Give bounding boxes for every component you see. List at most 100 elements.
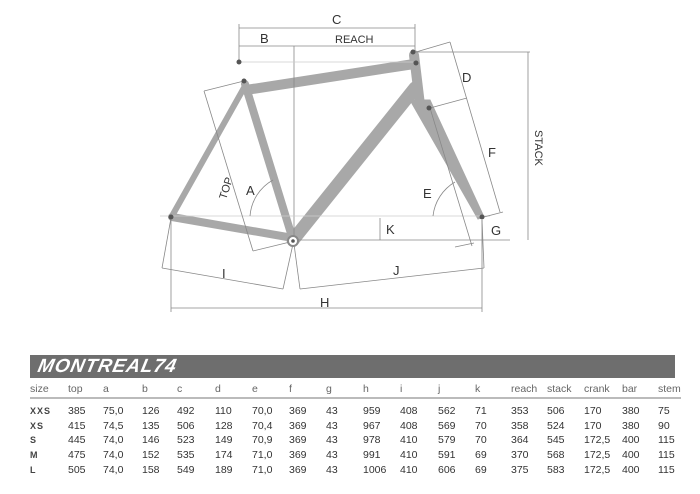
table-cell: 170: [584, 405, 602, 418]
table-cell: 71,0: [252, 449, 273, 462]
table-cell: 523: [177, 434, 195, 447]
table-cell: 410: [400, 449, 418, 462]
label-a: A: [246, 183, 255, 198]
table-cell: 70: [475, 434, 487, 447]
table-cell: 358: [511, 419, 529, 432]
table-cell: 75,0: [103, 405, 124, 418]
table-cell: 128: [215, 419, 233, 432]
table-cell: 606: [438, 463, 456, 476]
table-cell: 415: [68, 419, 86, 432]
table-cell: 115: [658, 449, 675, 462]
column-header: size: [30, 380, 68, 399]
table-cell: 174: [215, 449, 233, 462]
table-cell: 43: [326, 463, 338, 476]
table-cell: 135: [142, 419, 160, 432]
table-cell: 172,5: [584, 449, 611, 462]
table-cell: 505: [68, 463, 86, 476]
table-cell: 380: [622, 405, 640, 418]
table-cell: 380: [622, 419, 640, 432]
table-cell: 71,0: [252, 463, 273, 476]
label-top: TOP: [217, 176, 235, 201]
label-b: B: [260, 31, 269, 46]
table-cell: 545: [547, 434, 565, 447]
table-cell: 152: [142, 449, 160, 462]
seat-stay: [169, 83, 248, 219]
table-cell: 170: [584, 419, 602, 432]
label-i: I: [222, 266, 226, 281]
table-cell: 445: [68, 434, 86, 447]
label-f: F: [488, 145, 496, 160]
table-cell: 410: [400, 434, 418, 447]
table-cell: 149: [215, 434, 233, 447]
table-cell: 569: [438, 419, 456, 432]
column-header: g: [326, 380, 363, 399]
table-cell: 146: [142, 434, 160, 447]
table-cell: 991: [363, 449, 381, 462]
column-header: d: [215, 380, 252, 399]
table-cell: 110: [215, 405, 232, 418]
down-tube: [286, 81, 422, 247]
table-cell: 375: [511, 463, 529, 476]
chain-stay: [168, 213, 297, 242]
table-cell: 70,0: [252, 405, 273, 418]
column-header: a: [103, 380, 142, 399]
table-cell: 74,5: [103, 419, 124, 432]
table-cell: 410: [400, 463, 418, 476]
label-reach: REACH: [335, 34, 374, 46]
model-title: MONTREAL74: [35, 356, 180, 377]
table-cell: 74,0: [103, 434, 124, 447]
dimension-lines: [160, 24, 530, 312]
frame-diagram: C B REACH D F A E K G I J H STACK TOP: [160, 12, 544, 312]
table-cell: 369: [289, 419, 307, 432]
pivot-dots: [168, 49, 485, 220]
table-cell: 967: [363, 419, 381, 432]
table-cell: 74,0: [103, 463, 124, 476]
column-header: bar: [622, 380, 658, 399]
table-cell: 158: [142, 463, 160, 476]
label-h: H: [320, 295, 329, 310]
label-stack: STACK: [532, 130, 544, 167]
table-cell: 126: [142, 405, 160, 418]
frame-tubes: [168, 50, 485, 247]
table-cell: 364: [511, 434, 529, 447]
model-banner: MONTREAL74: [30, 355, 675, 378]
table-cell: 400: [622, 434, 640, 447]
column-header: f: [289, 380, 326, 399]
table-cell: 71: [475, 405, 487, 418]
label-e: E: [423, 186, 432, 201]
table-cell: 591: [438, 449, 456, 462]
column-header: top: [68, 380, 103, 399]
table-cell: 583: [547, 463, 565, 476]
column-header: k: [475, 380, 511, 399]
table-cell: 69: [475, 463, 487, 476]
table-cell: 492: [177, 405, 195, 418]
table-cell: 568: [547, 449, 565, 462]
table-cell: 70: [475, 419, 487, 432]
column-header: h: [363, 380, 400, 399]
table-cell: 353: [511, 405, 529, 418]
label-j: J: [393, 263, 400, 278]
table-cell: 978: [363, 434, 381, 447]
fork: [409, 99, 485, 220]
table-cell: 90: [658, 419, 670, 432]
table-cell: 43: [326, 405, 338, 418]
size-cell: S: [30, 435, 38, 446]
table-cell: 579: [438, 434, 456, 447]
column-header: crank: [584, 380, 622, 399]
table-cell: 43: [326, 419, 338, 432]
table-cell: 369: [289, 463, 307, 476]
label-k: K: [386, 222, 395, 237]
table-cell: 385: [68, 405, 86, 418]
table-cell: 400: [622, 463, 640, 476]
table-cell: 400: [622, 449, 640, 462]
table-cell: 506: [547, 405, 565, 418]
table-cell: 115: [658, 434, 675, 447]
column-header: j: [438, 380, 475, 399]
table-cell: 370: [511, 449, 529, 462]
table-cell: 75: [658, 405, 670, 418]
table-cell: 70,4: [252, 419, 273, 432]
